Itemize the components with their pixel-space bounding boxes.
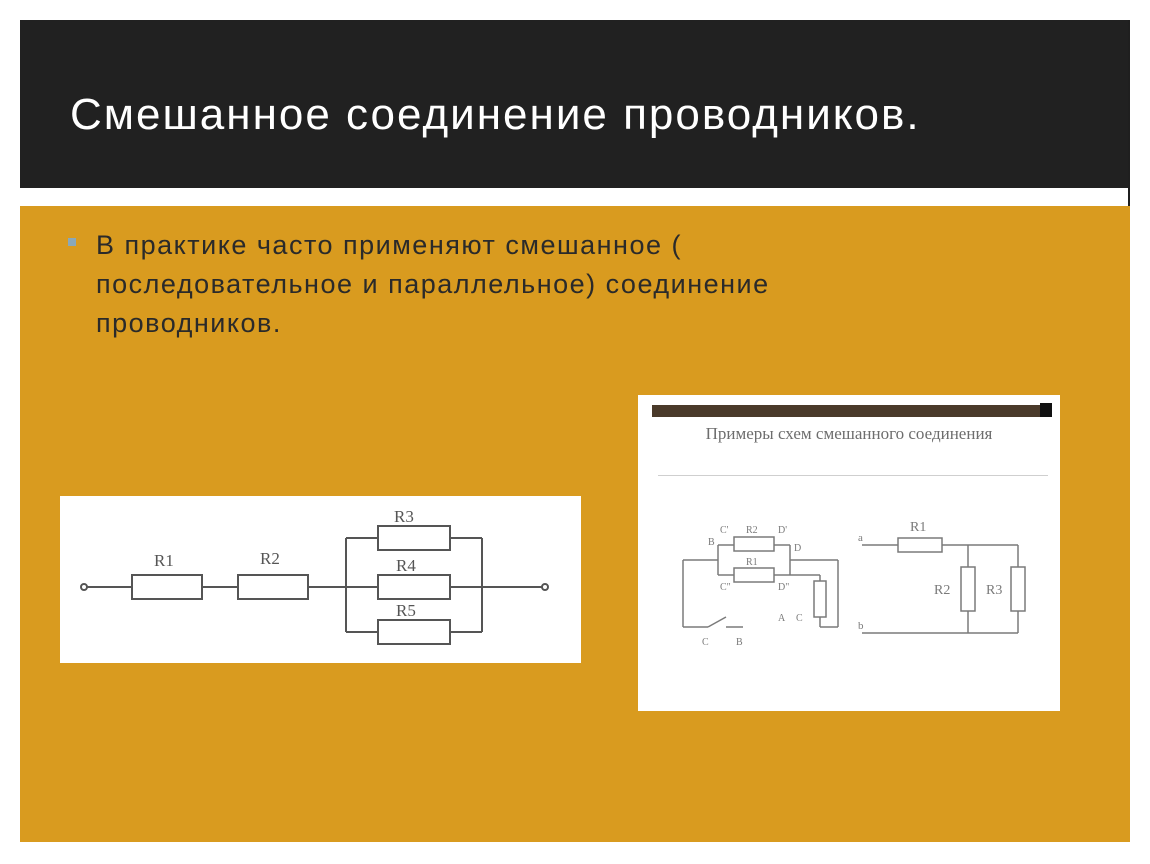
terminal-right	[541, 583, 549, 591]
label-r2-left: R2	[746, 525, 758, 536]
label-c-prime: C'	[720, 525, 729, 536]
label-c-terminal: C	[796, 613, 803, 624]
panel-rule	[658, 475, 1048, 476]
label-r1: R1	[154, 551, 174, 570]
label-d-node: D	[794, 543, 801, 554]
label-a-right: a	[858, 532, 863, 544]
label-c-dprime: C"	[720, 582, 731, 593]
resistor-r1	[131, 574, 203, 600]
resistor-r2-left	[733, 536, 775, 552]
frame-right	[1130, 0, 1150, 864]
label-r4: R4	[396, 556, 416, 575]
label-r5: R5	[396, 601, 416, 620]
label-r3: R3	[394, 507, 414, 526]
label-d-dprime: D"	[778, 582, 789, 593]
label-b-bottom: B	[736, 637, 743, 648]
square-bullet-icon	[68, 238, 76, 246]
switch-blade	[707, 616, 727, 628]
resistor-r3-right	[1010, 566, 1026, 612]
label-r3-right: R3	[986, 583, 1002, 598]
panel-header-cap	[1040, 403, 1052, 417]
label-a-terminal: A	[778, 613, 786, 624]
label-c-bottom: C	[702, 637, 709, 648]
slide-title: Смешанное соединение проводников.	[70, 90, 921, 139]
resistor-r1-right	[897, 537, 943, 553]
rheostat	[813, 580, 827, 618]
label-d-prime: D'	[778, 525, 787, 536]
frame-bottom	[0, 842, 1150, 864]
resistor-r5	[377, 619, 451, 645]
label-r1-left: R1	[746, 557, 758, 568]
frame-left	[0, 0, 20, 864]
label-b-right: b	[858, 620, 864, 632]
frame-top	[0, 0, 1150, 20]
resistor-r4	[377, 574, 451, 600]
bullet-text: В практике часто применяют смешанное ( п…	[96, 230, 770, 338]
label-b-node: B	[708, 537, 715, 548]
resistor-r2	[237, 574, 309, 600]
label-r2: R2	[260, 549, 280, 568]
circuit-diagram-series-parallel: R1 R2 R3 R4 R5	[60, 496, 581, 663]
resistor-r1-left	[733, 567, 775, 583]
resistor-r3	[377, 525, 451, 551]
label-r2-right: R2	[934, 583, 950, 598]
label-r1-right: R1	[910, 520, 926, 535]
panel-header-band	[652, 405, 1048, 417]
circuit-svg-1: R1 R2 R3 R4 R5	[80, 507, 549, 645]
resistor-r2-right	[960, 566, 976, 612]
terminal-left	[80, 583, 88, 591]
panel-title: Примеры схем смешанного соединения	[705, 424, 993, 443]
circuit-svg-2: C' R2 D' B D R1 C" D" A C C B a R1 R2 R3…	[682, 520, 1026, 648]
bullet-item: В практике часто применяют смешанное ( п…	[68, 226, 928, 343]
separator-band	[20, 188, 1128, 206]
title-bar: Смешанное соединение проводников.	[20, 20, 1128, 188]
circuit-examples-panel: Примеры схем смешанного соединения	[638, 395, 1060, 711]
